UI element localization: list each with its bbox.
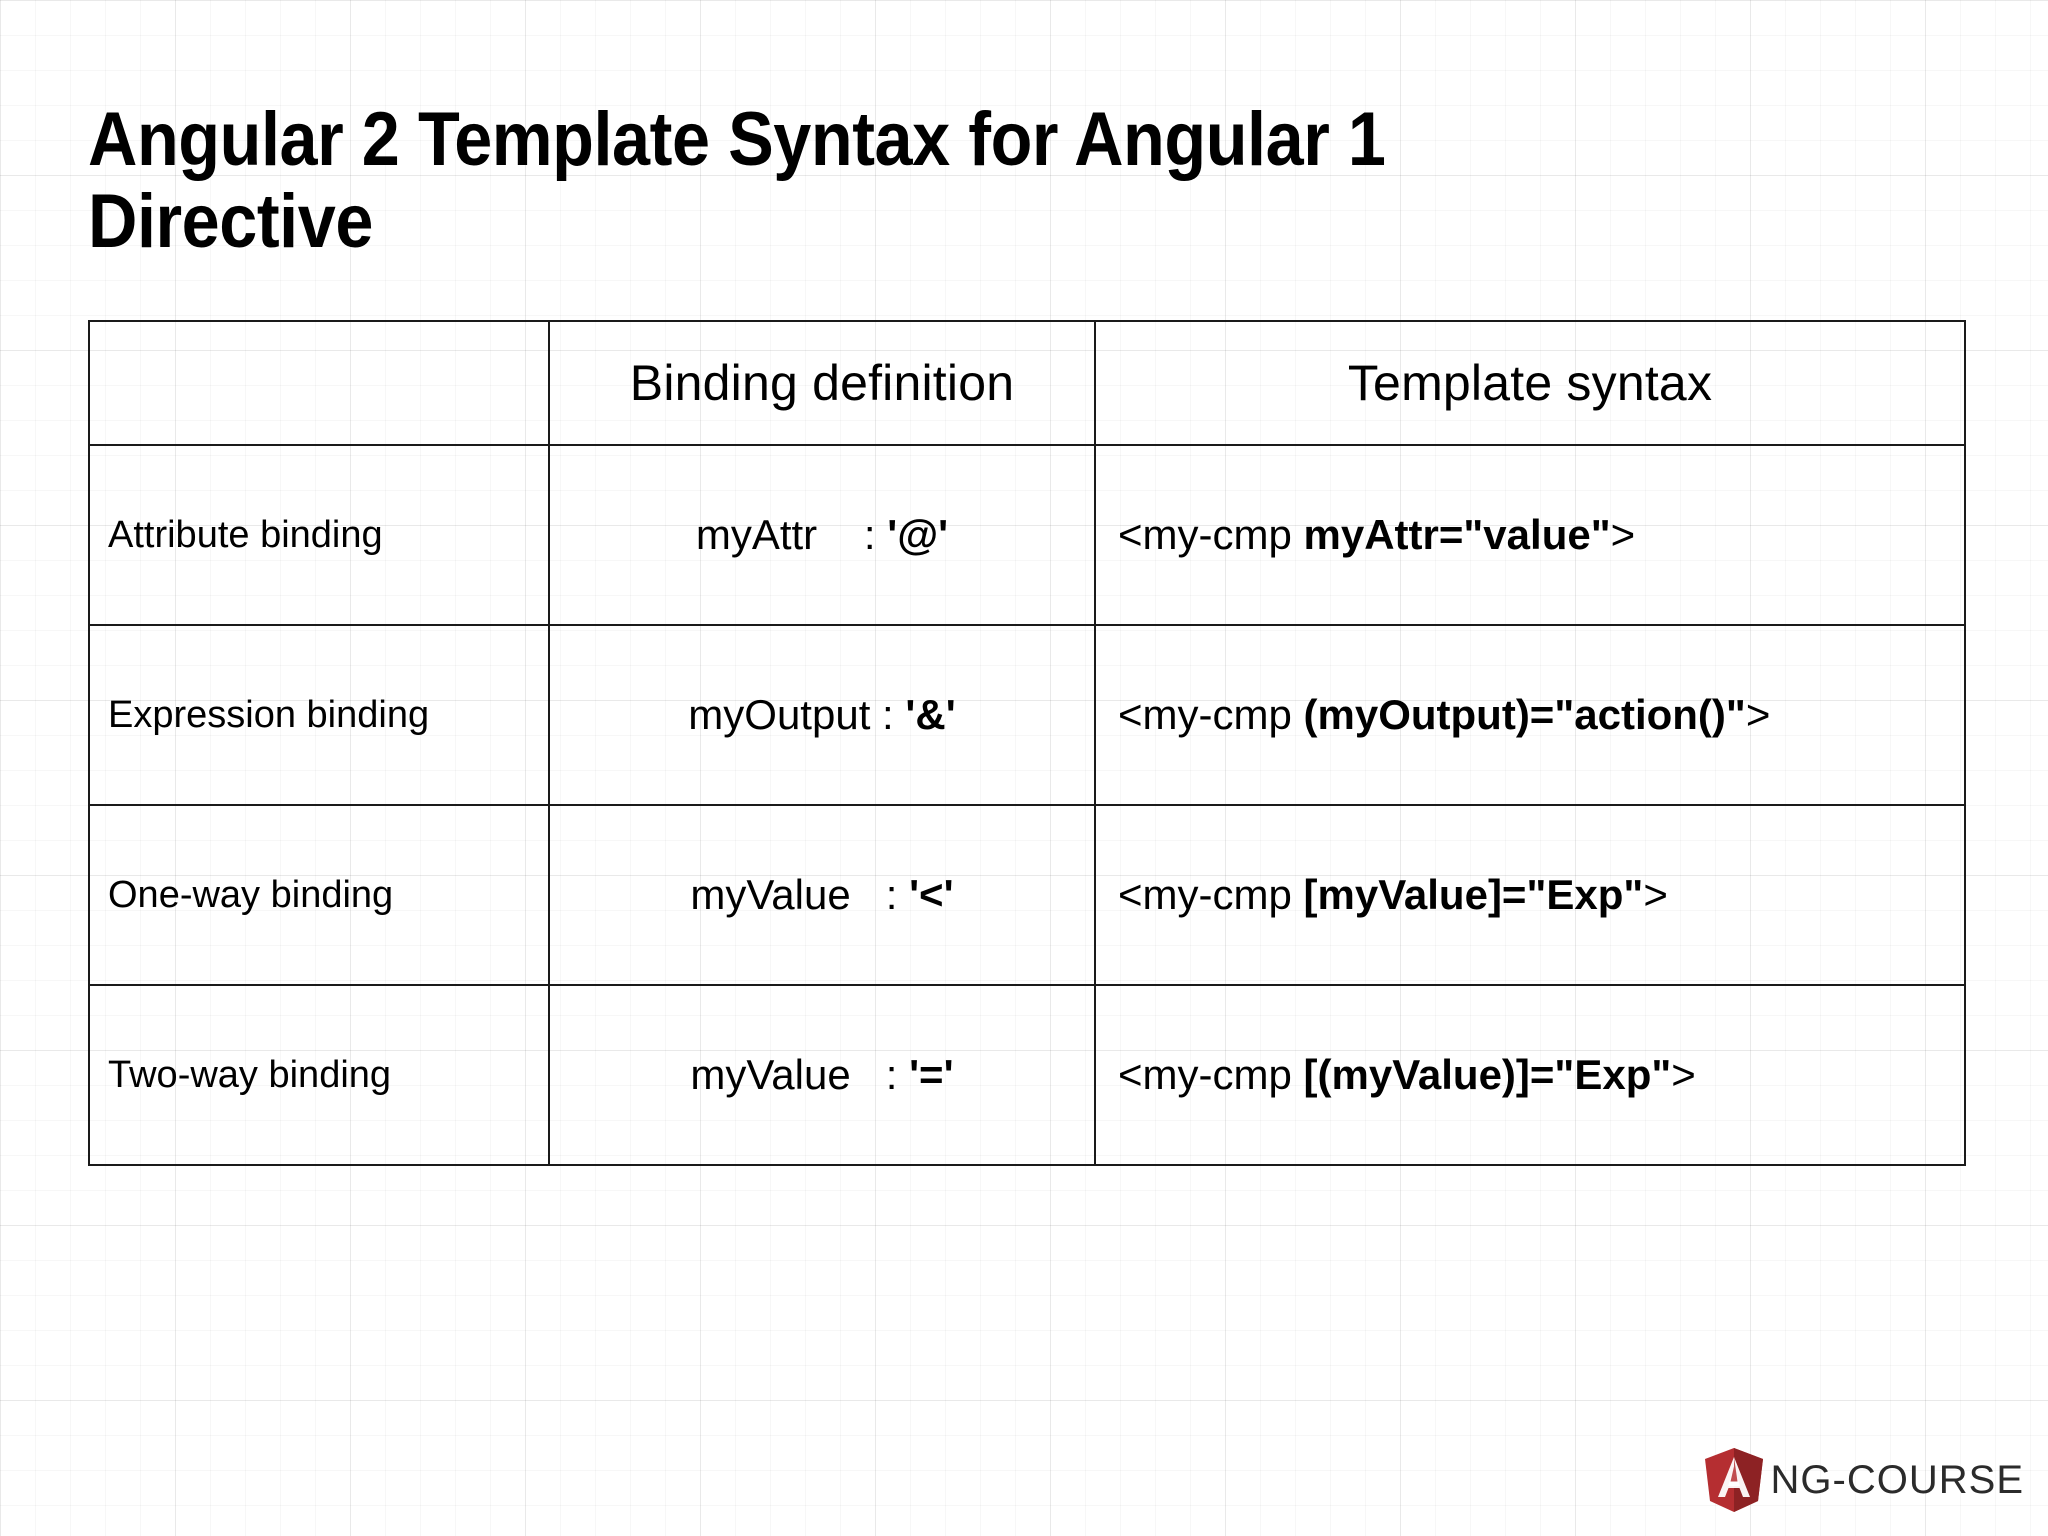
syntax-close-tag: > [1643, 871, 1668, 918]
definition-name: myOutput [688, 691, 871, 738]
table-row: Attribute binding myAttr : '@' <my-cmp m… [88, 444, 1966, 626]
row-syntax-two-way-binding: <my-cmp [(myValue)]="Exp"> [1094, 984, 1966, 1166]
definition-colon: : [885, 871, 910, 918]
definition-spacer [817, 511, 864, 558]
definition-spacer [851, 871, 886, 918]
syntax-close-tag: > [1671, 1051, 1696, 1098]
definition-symbol: '=' [909, 1051, 954, 1098]
syntax-close-tag: > [1610, 511, 1636, 558]
table-row: Two-way binding myValue : '=' <my-cmp [(… [88, 984, 1966, 1166]
syntax-open-tag: <my-cmp [1118, 511, 1304, 558]
row-label-attribute-binding: Attribute binding [88, 444, 550, 626]
table-header-template-syntax: Template syntax [1094, 320, 1966, 446]
row-definition-attribute-binding: myAttr : '@' [548, 444, 1096, 626]
row-label-two-way-binding: Two-way binding [88, 984, 550, 1166]
row-syntax-expression-binding: <my-cmp (myOutput)="action()"> [1094, 624, 1966, 806]
row-syntax-attribute-binding: <my-cmp myAttr="value"> [1094, 444, 1966, 626]
definition-symbol: '<' [909, 871, 954, 918]
definition-colon: : [885, 1051, 910, 1098]
page-title: Angular 2 Template Syntax for Angular 1 … [88, 96, 1405, 264]
syntax-binding-expression: (myOutput)="action()" [1303, 691, 1746, 738]
table-row: Expression binding myOutput : '&' <my-cm… [88, 624, 1966, 806]
syntax-open-tag: <my-cmp [1118, 871, 1304, 918]
syntax-open-tag: <my-cmp [1118, 691, 1304, 738]
row-syntax-one-way-binding: <my-cmp [myValue]="Exp"> [1094, 804, 1966, 986]
row-definition-expression-binding: myOutput : '&' [548, 624, 1096, 806]
syntax-open-tag: <my-cmp [1118, 1051, 1304, 1098]
table-header-binding-definition: Binding definition [548, 320, 1096, 446]
table-header-empty [88, 320, 550, 446]
definition-spacer [870, 691, 882, 738]
syntax-binding-expression: myAttr="value" [1303, 511, 1611, 558]
definition-colon: : [863, 511, 888, 558]
definition-name: myValue [690, 1051, 851, 1098]
syntax-binding-expression: [(myValue)]="Exp" [1303, 1051, 1672, 1098]
definition-colon: : [882, 691, 906, 738]
definition-symbol: '@' [887, 511, 949, 558]
table-header-row: Binding definition Template syntax [88, 320, 1966, 446]
syntax-binding-expression: [myValue]="Exp" [1303, 871, 1644, 918]
definition-name: myValue [690, 871, 851, 918]
table-row: One-way binding myValue : '<' <my-cmp [m… [88, 804, 1966, 986]
definition-name: myAttr [695, 511, 818, 558]
row-definition-one-way-binding: myValue : '<' [548, 804, 1096, 986]
definition-spacer [851, 1051, 886, 1098]
syntax-close-tag: > [1745, 691, 1771, 738]
definition-symbol: '&' [905, 691, 956, 738]
brand-logo: NG-COURSE [1703, 1446, 2024, 1514]
row-label-one-way-binding: One-way binding [88, 804, 550, 986]
row-label-expression-binding: Expression binding [88, 624, 550, 806]
row-definition-two-way-binding: myValue : '=' [548, 984, 1096, 1166]
angular-shield-icon [1703, 1446, 1765, 1514]
brand-name-label: NG-COURSE [1770, 1457, 2024, 1502]
binding-syntax-table: Binding definition Template syntax Attri… [88, 320, 1966, 1166]
